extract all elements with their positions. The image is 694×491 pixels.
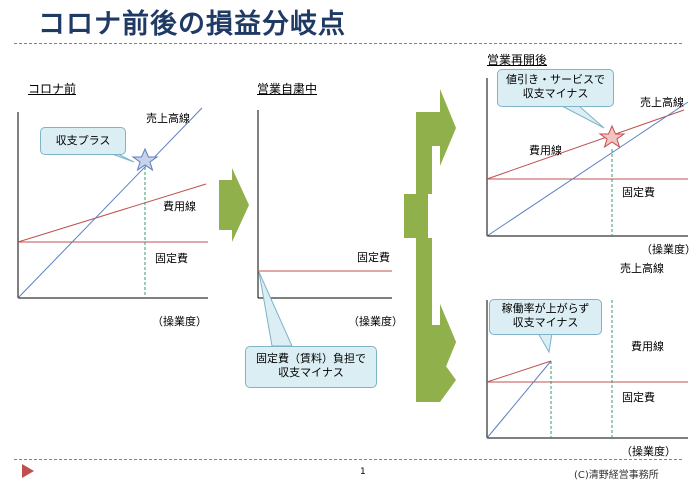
sales-line	[486, 360, 552, 439]
callout-discount: 値引き・サービスで 収支マイナス	[497, 69, 614, 107]
cost-line	[17, 183, 207, 243]
page-number: 1	[360, 467, 366, 477]
callout-pointer	[559, 104, 605, 129]
callout-text-line1: 稼働率が上がらず	[501, 302, 590, 315]
fixed-cost-label: 固定費	[155, 252, 188, 265]
sales-line-label-lower: 売上高線	[620, 262, 664, 275]
star-icon	[131, 147, 159, 172]
cost-line-label: 費用線	[529, 144, 562, 157]
fixed-cost-label: 固定費	[357, 251, 390, 264]
fixed-cost-label: 固定費	[622, 186, 655, 199]
copyright: (C)清野経営事務所	[574, 470, 659, 481]
sales-line	[17, 107, 203, 299]
callout-pointer	[111, 153, 135, 163]
cost-line	[486, 109, 685, 180]
callout-text-line1: 値引き・サービスで	[506, 73, 605, 86]
footer-triangle-icon	[22, 464, 34, 478]
sales-line	[486, 101, 689, 237]
fixed-cost-label: 固定費	[622, 391, 655, 404]
x-axis-label: （操業度）	[641, 243, 694, 256]
arrow-right-icon	[219, 168, 249, 242]
star-icon	[598, 124, 626, 149]
panel-before-heading: コロナ前	[28, 82, 77, 96]
panel-pause-graph	[257, 110, 392, 347]
sales-line-label: 売上高線	[146, 112, 190, 125]
callout-text: 収支プラス	[55, 134, 111, 147]
x-axis-label: （操業度）	[348, 315, 403, 328]
panel-restart-graph	[486, 78, 689, 237]
callout-text-line2: 収支マイナス	[522, 87, 589, 100]
panel-pause-heading: 営業自粛中	[257, 82, 318, 96]
callout-pointer	[537, 332, 553, 354]
cost-line	[486, 360, 552, 383]
x-axis-label: （操業度）	[621, 445, 676, 458]
x-axis-label: （操業度）	[152, 315, 207, 328]
callout-fixed-cost-burden: 固定費（賃料）負担で 収支マイナス	[245, 346, 377, 388]
callout-text-line2: 収支マイナス	[278, 366, 344, 379]
cost-line-label: 費用線	[163, 200, 196, 213]
callout-text-line1: 固定費（賃料）負担で	[256, 352, 366, 365]
sales-line-label: 売上高線	[640, 96, 684, 109]
callout-profit: 収支プラス	[40, 127, 126, 155]
page-title: コロナ前後の損益分岐点	[38, 9, 346, 40]
title-divider	[14, 43, 682, 44]
panel-low-rate-graph	[486, 300, 688, 439]
callout-low-rate: 稼働率が上がらず 収支マイナス	[489, 299, 602, 335]
panel-restart-heading: 営業再開後	[487, 53, 548, 67]
callout-text-line2: 収支マイナス	[512, 316, 579, 329]
cost-line-label: 費用線	[631, 340, 664, 353]
branch-arrow-icon	[404, 89, 456, 402]
callout-pointer	[258, 271, 293, 347]
footer-divider	[14, 459, 682, 460]
panel-before-graph	[17, 107, 208, 299]
